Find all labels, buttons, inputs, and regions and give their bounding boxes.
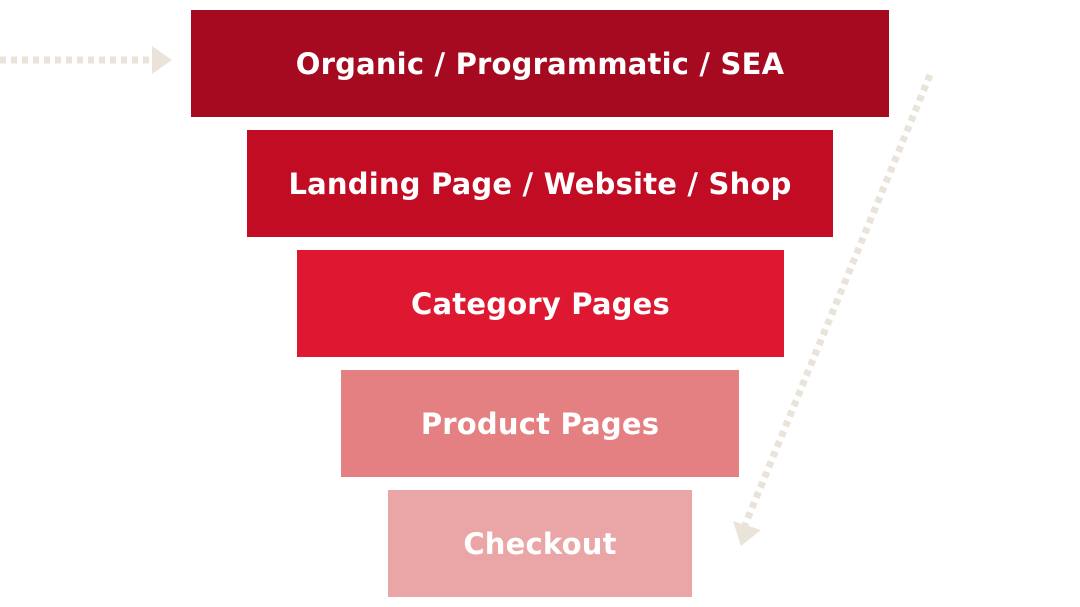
- funnel-stage-traffic-sources: Organic / Programmatic / SEA: [191, 10, 889, 117]
- funnel-stage-category: Category Pages: [297, 250, 784, 357]
- funnel-stage-product: Product Pages: [341, 370, 739, 477]
- funnel-stage-label: Product Pages: [420, 406, 660, 441]
- funnel-stage-checkout: Checkout: [388, 490, 692, 597]
- entry-arrow-icon: [0, 46, 172, 74]
- funnel-stage-landing: Landing Page / Website / Shop: [247, 130, 833, 237]
- funnel-stage-label: Category Pages: [411, 286, 670, 321]
- funnel-stage-label: Checkout: [463, 526, 617, 561]
- entry-arrow-head: [152, 46, 172, 74]
- funnel-stage-label: Organic / Programmatic / SEA: [295, 46, 785, 81]
- flow-arrow-head: [733, 521, 761, 546]
- funnel-stage-label: Landing Page / Website / Shop: [288, 166, 792, 201]
